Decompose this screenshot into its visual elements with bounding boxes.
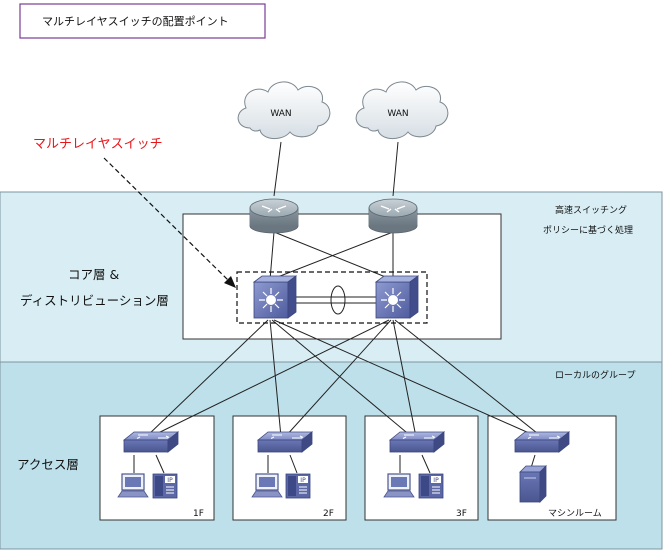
multilayer-switch-right [374,275,420,319]
ip-phone-tag: IP [433,477,439,484]
core-panel [182,213,502,340]
wan-label-right: WAN [387,109,408,119]
access-switch-1f [122,431,180,453]
group-label-2f: 2F [323,509,334,519]
group-label-machine-room: マシンルーム [548,508,602,519]
ip-phone-icon-3f: IP [418,473,444,499]
access-layer-label: アクセス層 [17,457,79,472]
multilayer-switch-left [252,275,298,319]
access-layer-note: ローカルのグループ [555,369,635,381]
router-left [249,198,299,234]
pc-icon-1f [117,473,149,498]
wan-cloud-right: WAN [355,81,449,139]
access-switch-3f [388,431,446,453]
server-icon [519,465,547,503]
access-switch-machine-room [513,431,571,453]
ip-phone-icon-1f: IP [152,473,178,499]
callout-label: マルチレイヤスイッチ [33,137,163,152]
access-group-3f [364,415,479,521]
wan-label-left: WAN [270,109,291,119]
core-layer-note-line1: 高速スイッチング [555,204,627,216]
core-layer-label-line1: コア層 & [68,267,119,282]
router-right [368,198,418,234]
access-switch-2f [256,431,314,453]
link-bundle-ellipse [330,285,346,315]
core-layer-note-line2: ポリシーに基づく処理 [543,224,633,236]
ip-phone-icon-2f: IP [285,473,311,499]
ip-phone-tag: IP [167,477,173,484]
group-label-3f: 3F [456,509,467,519]
ip-phone-tag: IP [300,477,306,484]
multilayer-switch-highlight [236,271,428,324]
page-title: マルチレイヤスイッチの配置ポイント [42,15,229,28]
group-label-1f: 1F [193,509,204,519]
pc-icon-3f [383,473,415,498]
core-layer-label-line2: ディストリビューション層 [20,293,169,308]
title-box [19,3,266,39]
pc-icon-2f [251,473,283,498]
wan-cloud-left: WAN [237,81,331,139]
callout-arrow [103,157,236,288]
